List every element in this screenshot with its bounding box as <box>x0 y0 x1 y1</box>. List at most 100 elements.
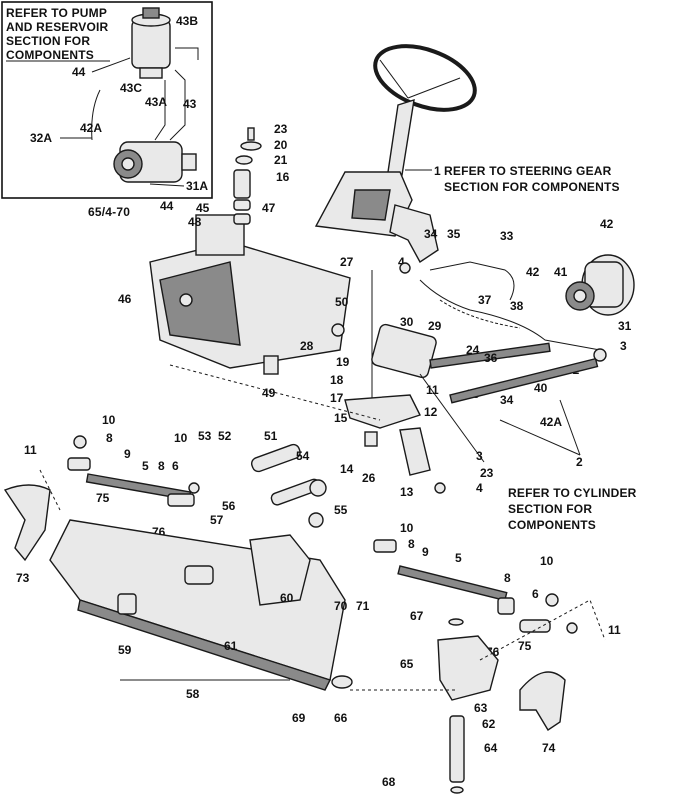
note-steering-line-1: REFER TO STEERING GEAR <box>444 164 612 178</box>
callout-9b: 9 <box>422 545 429 559</box>
callout-5b: 5 <box>455 551 462 565</box>
line-43b <box>169 69 186 141</box>
callout-40: 40 <box>534 381 548 395</box>
callout-44b: 43C <box>120 81 142 95</box>
inset-pump-reservoir: REFER TO PUMP AND RESERVOIR SECTION FOR … <box>1 1 213 199</box>
callout-23: 23 <box>480 466 494 480</box>
line-44 <box>175 47 199 60</box>
callout-35: 35 <box>447 227 461 241</box>
callout-50: 48 <box>188 215 202 229</box>
callout-51: 49 <box>262 386 276 400</box>
note-pump-line-4: COMPONENTS <box>6 48 94 62</box>
callout-18: 18 <box>330 373 344 387</box>
steering-wheel-illustration <box>373 44 477 176</box>
callout-64: 62 <box>482 717 496 731</box>
callout-65: 63 <box>474 701 488 715</box>
callout-26: 26 <box>362 471 376 485</box>
callout-6: 6 <box>172 459 179 473</box>
callout-10c: 10 <box>400 521 414 535</box>
note-pump-line-3: SECTION FOR <box>6 34 90 48</box>
callout-7: 8 <box>106 431 113 445</box>
callout-48: 46 <box>118 292 132 306</box>
callout-74: 74 <box>542 741 556 755</box>
note-cylinder-line-1: REFER TO CYLINDER <box>508 486 637 500</box>
callout-4b: 4 <box>476 481 483 495</box>
callout-72: 71 <box>356 599 370 613</box>
callout-29: 29 <box>428 319 442 333</box>
callout-43: 42 <box>600 217 614 231</box>
callout-69: 67 <box>410 609 424 623</box>
callout-73: 73 <box>16 571 30 585</box>
drag-link-right <box>449 348 607 404</box>
callout-70: 69 <box>292 711 306 725</box>
callout-61: 59 <box>118 643 132 657</box>
callout-56: 54 <box>296 449 310 463</box>
callout-55: 53 <box>198 429 212 443</box>
callout-4: 4 <box>398 255 405 269</box>
callout-16: 16 <box>276 170 290 184</box>
spindle-right-illustration <box>437 618 499 794</box>
callout-75: 75 <box>96 491 110 505</box>
callout-69b: 68 <box>382 775 396 789</box>
callout-22: 23 <box>274 122 288 136</box>
callout-17: 17 <box>330 391 344 405</box>
pump-illustration <box>113 141 197 183</box>
callout-42: 42 <box>526 265 540 279</box>
callout-31: 31 <box>618 319 632 333</box>
callout-10d: 10 <box>540 554 554 568</box>
callout-34b: 34 <box>500 393 514 407</box>
callout-3: 3 <box>620 339 627 353</box>
callout-58: 56 <box>222 499 236 513</box>
callout-11b: 11 <box>608 623 621 637</box>
callout-44: 43B <box>176 14 198 28</box>
callout-6b: 6 <box>532 587 539 601</box>
callout-1: 1 <box>434 164 441 178</box>
callout-8: 8 <box>158 459 165 473</box>
callout-38: 38 <box>510 299 524 313</box>
callout-5: 5 <box>142 459 149 473</box>
callout-19: 19 <box>336 355 350 369</box>
callout-31a: 31A <box>186 179 208 193</box>
callout-9: 9 <box>124 447 131 461</box>
callout-11: 11 <box>24 443 37 457</box>
callout-75b: 75 <box>518 639 532 653</box>
callout-7b: 8 <box>408 537 415 551</box>
hose-33 <box>429 261 515 301</box>
callout-37: 37 <box>478 293 492 307</box>
callout-62: 60 <box>280 591 294 605</box>
line-43c <box>154 80 166 141</box>
callout-41: 41 <box>554 265 568 279</box>
radius-link-illustration <box>250 443 327 528</box>
callout-27: 27 <box>340 255 354 269</box>
cylinder-illustration <box>371 323 551 379</box>
callout-54: 52 <box>218 429 232 443</box>
callout-33: 33 <box>500 229 514 243</box>
callout-13: 13 <box>400 485 414 499</box>
hose-36 <box>439 299 521 329</box>
callout-14: 14 <box>340 462 354 476</box>
callout-10: 10 <box>102 413 116 427</box>
steering-gear-illustration <box>314 171 439 264</box>
callout-10b: 10 <box>174 431 188 445</box>
pivot-pin-stack <box>233 127 262 225</box>
note-cylinder-line-3: COMPONENTS <box>508 518 596 532</box>
note-steering-line-2: SECTION FOR COMPONENTS <box>444 180 620 194</box>
callout-36: 36 <box>484 351 498 365</box>
callout-24: 24 <box>466 343 480 357</box>
spindle-arm-right <box>519 671 566 731</box>
note-pump-line-1: REFER TO PUMP <box>6 6 107 20</box>
callout-43c: 43A <box>145 95 167 109</box>
spindle-arm-left <box>3 484 51 562</box>
callout-57: 55 <box>334 503 348 517</box>
callout-43a: 42A <box>80 121 102 135</box>
note-pump-line-2: AND RESERVOIR <box>6 20 109 34</box>
front-axle-illustration <box>49 519 346 691</box>
callout-28: 28 <box>300 339 314 353</box>
callout-8b: 8 <box>504 571 511 585</box>
callout-42a: 42A <box>540 415 562 429</box>
callout-2: 2 <box>576 455 583 469</box>
hose-32 <box>419 279 601 351</box>
reservoir-pump-assembly <box>565 254 635 316</box>
callout-53: 51 <box>264 429 278 443</box>
